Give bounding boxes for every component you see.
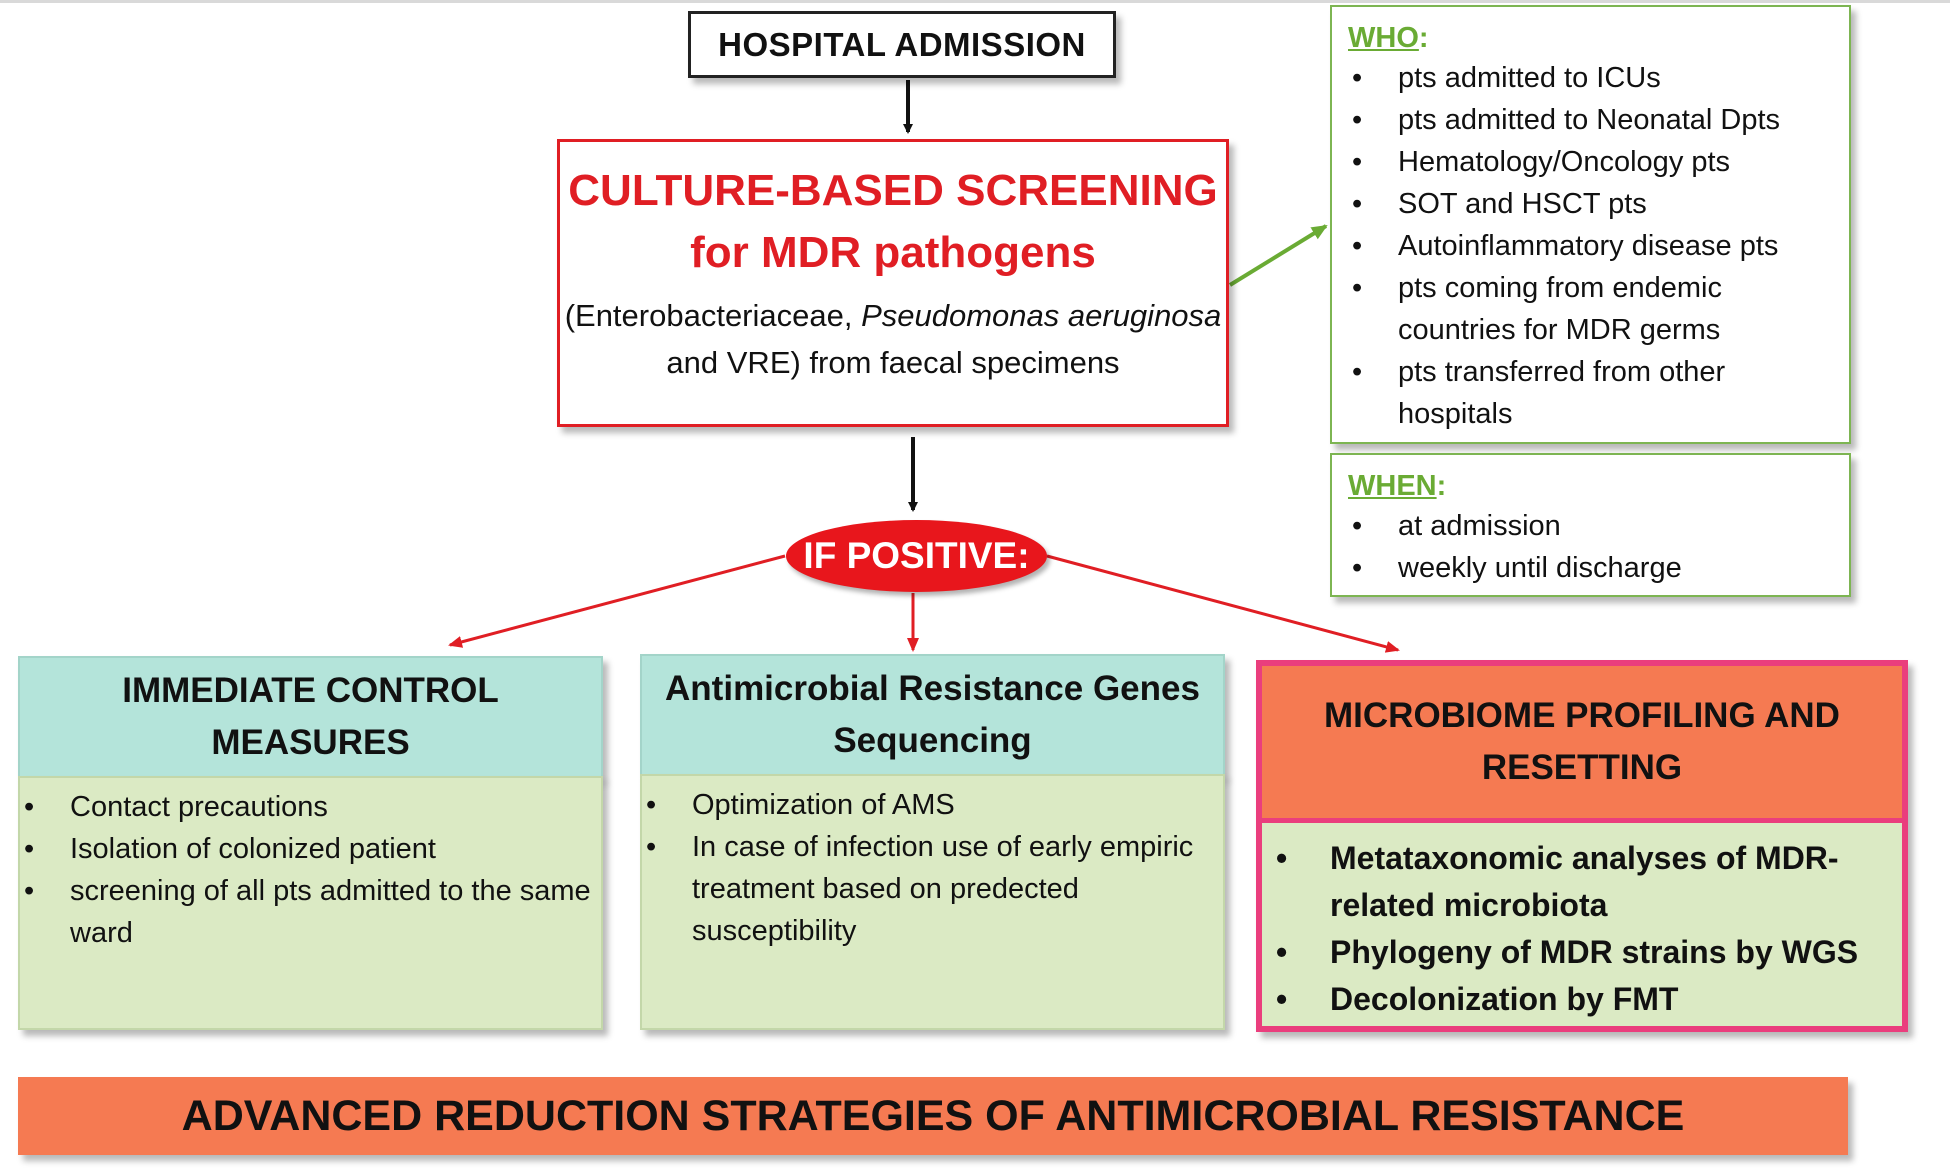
who-item: SOT and HSCT pts bbox=[1348, 183, 1833, 225]
hospital-admission-box: HOSPITAL ADMISSION bbox=[688, 11, 1116, 78]
who-title: WHO bbox=[1348, 19, 1833, 57]
sequencing-body: Optimization of AMS In case of infection… bbox=[640, 774, 1225, 1030]
who-box: WHO pts admitted to ICUs pts admitted to… bbox=[1330, 5, 1851, 444]
arrow-if-positive-to-microbiome bbox=[1046, 554, 1400, 653]
hospital-admission-label: HOSPITAL ADMISSION bbox=[718, 25, 1086, 63]
control-measures-header: IMMEDIATE CONTROL MEASURES bbox=[18, 656, 603, 778]
microbiome-header: MICROBIOME PROFILING AND RESETTING bbox=[1262, 666, 1902, 818]
sequencing-title: Antimicrobial Resistance Genes Sequencin… bbox=[665, 669, 1200, 760]
who-item: pts admitted to ICUs bbox=[1348, 57, 1833, 99]
microbiome-item: Metataxonomic analyses of MDR-related mi… bbox=[1262, 835, 1902, 929]
control-measures-list: Contact precautions Isolation of coloniz… bbox=[20, 786, 601, 954]
screening-title-line1: CULTURE-BASED SCREENING bbox=[568, 166, 1218, 215]
control-measures-item: Isolation of colonized patient bbox=[20, 828, 601, 870]
microbiome-item: Phylogeny of MDR strains by WGS bbox=[1262, 929, 1902, 976]
when-item: at admission bbox=[1348, 505, 1833, 547]
microbiome-body: Metataxonomic analyses of MDR-related mi… bbox=[1262, 823, 1902, 1026]
microbiome-item: Decolonization by FMT bbox=[1262, 976, 1902, 1023]
when-list: at admission weekly until discharge bbox=[1348, 505, 1833, 589]
who-item: pts coming from endemic countries for MD… bbox=[1348, 267, 1833, 351]
culture-screening-box: CULTURE-BASED SCREENING for MDR pathogen… bbox=[557, 139, 1229, 427]
if-positive-ellipse: IF POSITIVE: bbox=[786, 520, 1047, 592]
strategies-banner: ADVANCED REDUCTION STRATEGIES OF ANTIMIC… bbox=[18, 1077, 1848, 1155]
control-measures-item: screening of all pts admitted to the sam… bbox=[20, 870, 601, 954]
microbiome-title: MICROBIOME PROFILING AND RESETTING bbox=[1324, 696, 1840, 787]
sequencing-list: Optimization of AMS In case of infection… bbox=[642, 784, 1223, 952]
sequencing-item: Optimization of AMS bbox=[642, 784, 1223, 826]
sequencing-header: Antimicrobial Resistance Genes Sequencin… bbox=[640, 654, 1225, 776]
control-measures-item: Contact precautions bbox=[20, 786, 601, 828]
who-item: Autoinflammatory disease pts bbox=[1348, 225, 1833, 267]
who-item: pts admitted to Neonatal Dpts bbox=[1348, 99, 1833, 141]
arrow-screening-to-who bbox=[1228, 224, 1328, 287]
who-item: pts transferred from other hospitals bbox=[1348, 351, 1833, 435]
screening-title-line2: for MDR pathogens bbox=[690, 228, 1096, 277]
if-positive-label: IF POSITIVE: bbox=[803, 535, 1030, 576]
screening-description: (Enterobacteriaceae, Pseudomonas aerugin… bbox=[564, 298, 1222, 380]
microbiome-list: Metataxonomic analyses of MDR-related mi… bbox=[1262, 835, 1902, 1023]
when-item: weekly until discharge bbox=[1348, 547, 1833, 589]
strategies-banner-label: ADVANCED REDUCTION STRATEGIES OF ANTIMIC… bbox=[181, 1091, 1685, 1140]
arrow-if-positive-to-control bbox=[448, 554, 786, 648]
sequencing-item: In case of infection use of early empiri… bbox=[642, 826, 1223, 952]
when-title: WHEN bbox=[1348, 467, 1833, 505]
top-rule bbox=[0, 0, 1950, 3]
when-box: WHEN at admission weekly until discharge bbox=[1330, 453, 1851, 597]
control-measures-title: IMMEDIATE CONTROL MEASURES bbox=[122, 671, 499, 762]
who-item: Hematology/Oncology pts bbox=[1348, 141, 1833, 183]
who-list: pts admitted to ICUs pts admitted to Neo… bbox=[1348, 57, 1833, 435]
control-measures-body: Contact precautions Isolation of coloniz… bbox=[18, 776, 603, 1030]
